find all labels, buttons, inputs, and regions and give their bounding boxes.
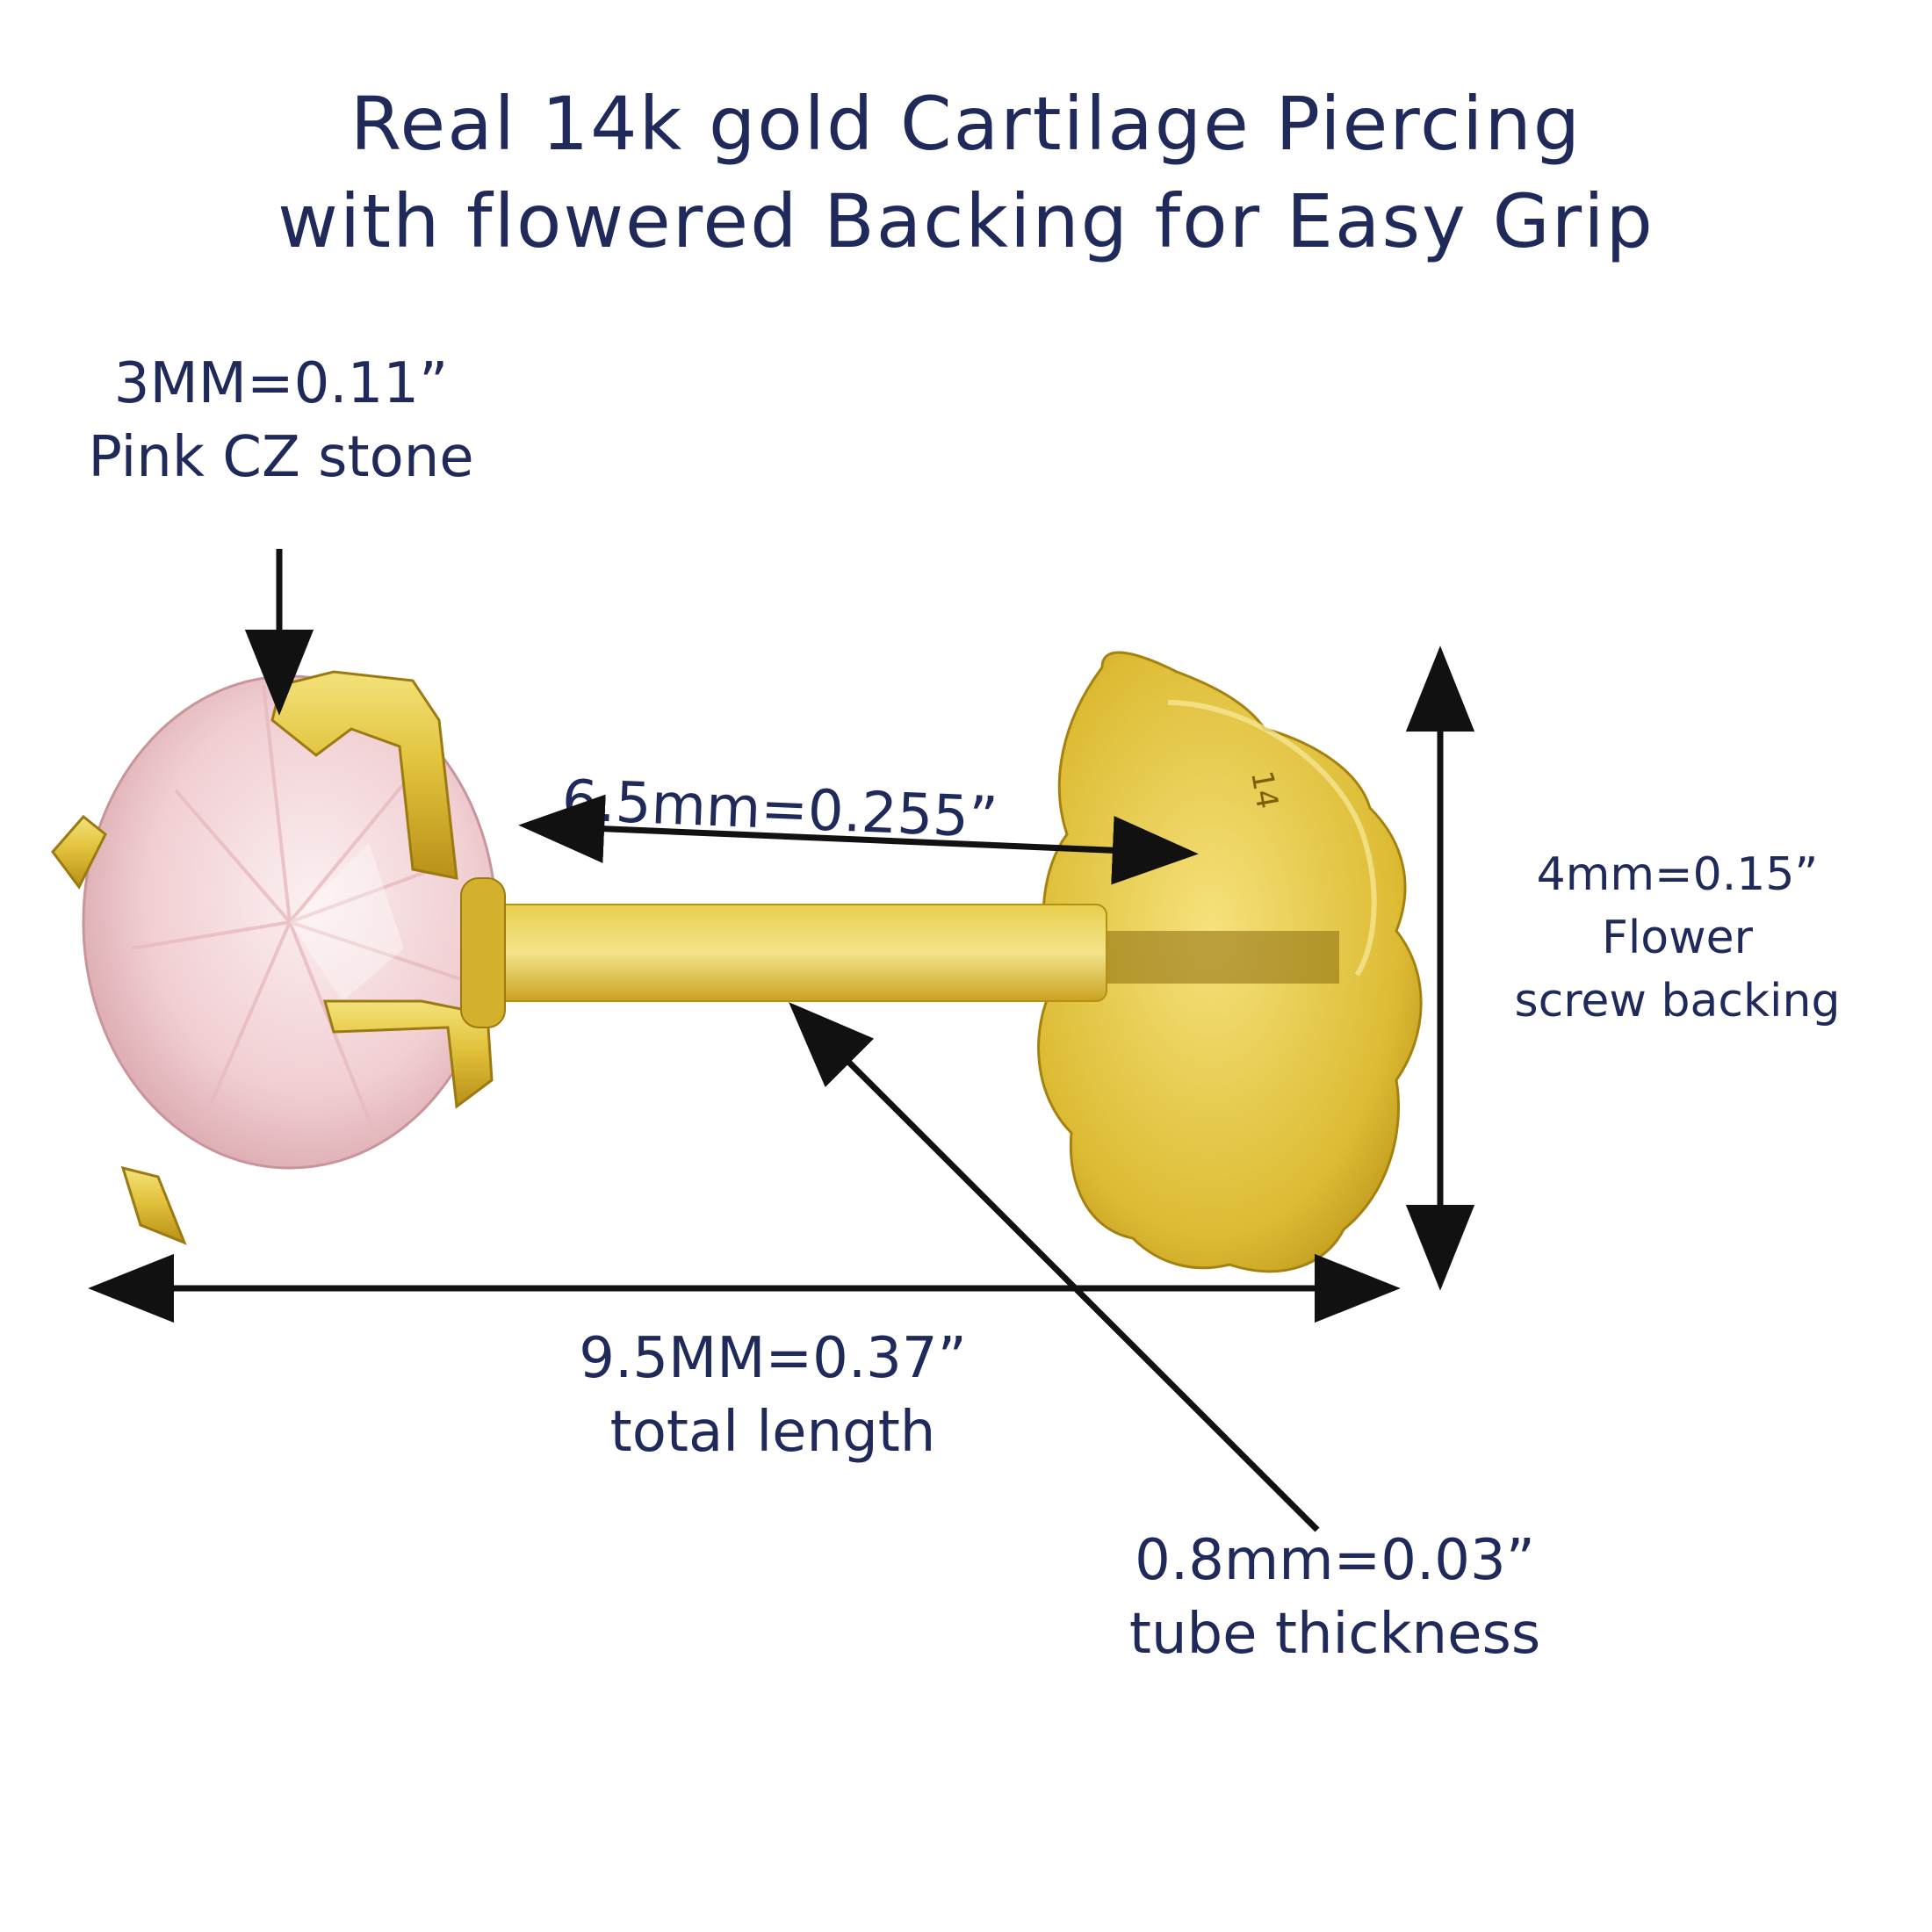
backing-desc-text: screw backing	[1514, 975, 1841, 1027]
total-length-label: 9.5MM=0.37” total length	[509, 1322, 1036, 1469]
stone-size-label: 3MM=0.11” Pink CZ stone	[18, 347, 544, 494]
tube-thickness-arrow	[789, 1002, 1320, 1532]
tube-thickness-desc-text: tube thickness	[1128, 1602, 1541, 1667]
backing-label: 4mm=0.15” Flower screw backing	[1449, 843, 1906, 1033]
post-tube	[491, 904, 1107, 1002]
backing-size-text: 4mm=0.15”	[1536, 848, 1819, 901]
backing-type-text: Flower	[1601, 912, 1754, 964]
title-line-2: with flowered Backing for Easy Grip	[278, 178, 1654, 264]
gold-prongs	[51, 670, 494, 1245]
prong-base	[460, 877, 506, 1028]
title-line-1: Real 14k gold Cartilage Piercing	[350, 81, 1582, 167]
svg-text:14: 14	[1244, 768, 1285, 812]
stone-type-text: Pink CZ stone	[88, 425, 474, 490]
stone-size-text: 3MM=0.11”	[113, 351, 449, 416]
tube-thickness-label: 0.8mm=0.03” tube thickness	[1027, 1524, 1642, 1671]
tube-thickness-size-text: 0.8mm=0.03”	[1135, 1528, 1535, 1593]
total-length-size-text: 9.5MM=0.37”	[579, 1326, 967, 1391]
post-length-arrow	[518, 794, 1199, 885]
total-length-desc-text: total length	[609, 1400, 936, 1465]
